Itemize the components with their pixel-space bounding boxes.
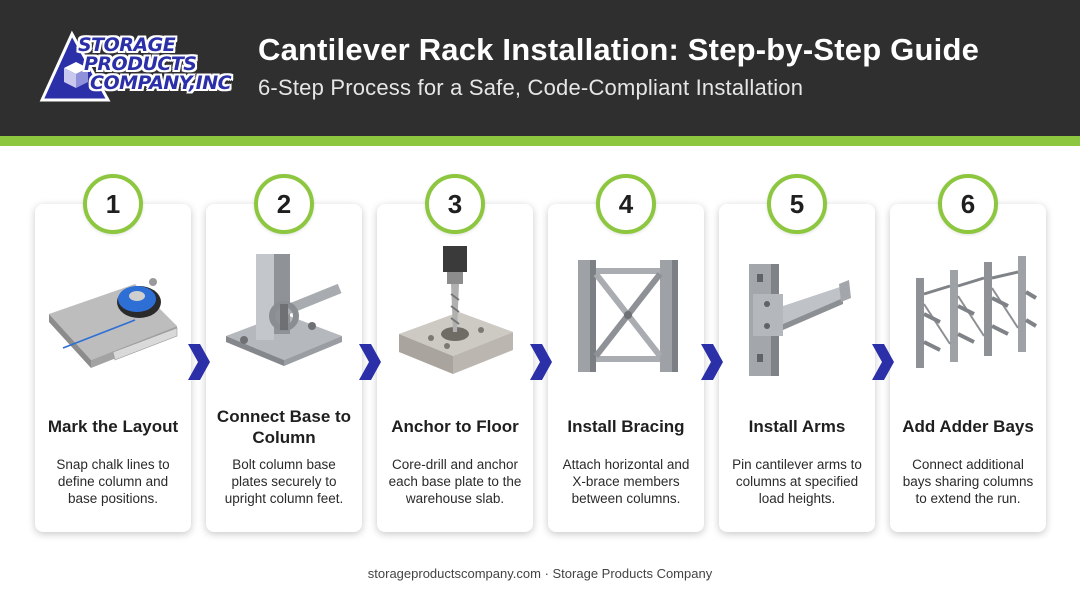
step-card-5[interactable]: Install Arms Pin cantilever arms to colu…: [719, 204, 875, 532]
chevron-right-icon: [530, 344, 552, 380]
wrench-base-plate-icon: [226, 254, 342, 366]
chevron-right-icon: [188, 344, 210, 380]
page-subtitle: 6-Step Process for a Safe, Code-Complian…: [258, 75, 804, 100]
step-card-4[interactable]: Install Bracing Attach horizontal and X-…: [548, 204, 704, 532]
step-card-6[interactable]: Add Adder Bays Connect additional bays s…: [890, 204, 1046, 532]
step-number-badge: 2: [254, 174, 314, 234]
step-description: Bolt column base plates securely to upri…: [224, 457, 344, 506]
drill-anchor-icon: [399, 246, 513, 374]
step-title: Mark the Layout: [47, 417, 179, 436]
cantilever-arm-icon: [749, 264, 851, 376]
chevron-right-icon: [701, 344, 723, 380]
step-card-3[interactable]: Anchor to Floor Core-drill and anchor ea…: [377, 204, 533, 532]
step-card-2[interactable]: Connect Base to Column Bolt column base …: [206, 204, 362, 532]
step-number-badge: 5: [767, 174, 827, 234]
step-number-badge: 6: [938, 174, 998, 234]
step-title: Connect Base to Column: [216, 407, 352, 447]
footer-credit[interactable]: storageproductscompany.com · Storage Pro…: [367, 566, 713, 581]
header-bar: [0, 0, 1080, 136]
step-number-badge: 4: [596, 174, 656, 234]
logo-triangle-icon: [39, 30, 111, 102]
step-description: Core-drill and anchor each base plate to…: [388, 457, 522, 506]
step-title: Anchor to Floor: [391, 417, 519, 436]
adder-bay-icon: [916, 256, 1038, 368]
step-number-badge: 1: [83, 174, 143, 234]
chalk-line-icon: [49, 278, 178, 368]
chevron-right-icon: [872, 344, 894, 380]
step-card-1[interactable]: Mark the Layout Snap chalk lines to defi…: [35, 204, 191, 532]
step-title: Add Adder Bays: [902, 417, 1034, 436]
step-number-badge: 3: [425, 174, 485, 234]
step-title: Install Bracing: [567, 417, 685, 436]
x-bracing-icon: [578, 260, 678, 372]
accent-bar: [0, 136, 1080, 146]
logo-wordmark: STORAGE PRODUCTS COMPANY,INC: [78, 34, 232, 94]
company-logo[interactable]: STORAGE PRODUCTS COMPANY,INC: [38, 28, 248, 108]
page-title: Cantilever Rack Installation: Step-by-St…: [258, 32, 980, 67]
chevron-right-icon: [359, 344, 381, 380]
step-title: Install Arms: [748, 417, 846, 436]
step-description: Attach horizontal and X-brace members be…: [562, 457, 690, 506]
step-description: Connect additional bays sharing columns …: [902, 457, 1034, 506]
step-description: Pin cantilever arms to columns at specif…: [732, 457, 862, 506]
step-description: Snap chalk lines to define column and ba…: [56, 457, 170, 506]
